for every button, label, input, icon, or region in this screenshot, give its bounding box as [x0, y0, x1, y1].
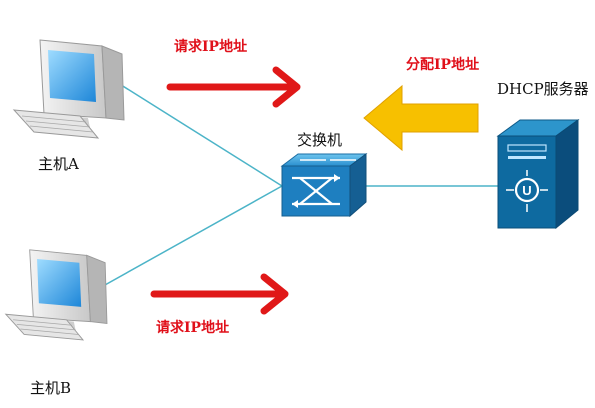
dhcp-server-label: DHCP服务器: [497, 80, 589, 98]
request-arrow-top: [166, 66, 301, 108]
host-a-computer-icon: [12, 39, 125, 139]
assign-arrow: [363, 84, 479, 152]
assign-ip-label: 分配IP地址: [406, 57, 480, 73]
svg-text:U: U: [522, 183, 531, 198]
request-arrow-bottom: [150, 273, 289, 315]
link-host-b-switch: [95, 185, 283, 291]
request-ip-label-bottom: 请求IP地址: [156, 320, 230, 336]
host-a-label: 主机A: [38, 155, 79, 173]
request-ip-label-top: 请求IP地址: [174, 39, 248, 55]
switch-icon: [280, 153, 368, 218]
host-b-computer-icon: [4, 249, 108, 341]
server-front: [497, 135, 557, 229]
host-b-label: 主机B: [30, 379, 72, 397]
dhcp-server-icon: U: [496, 119, 580, 230]
switch-label: 交换机: [297, 131, 343, 149]
link-host-a-switch: [109, 77, 283, 187]
network-links: [95, 77, 500, 291]
